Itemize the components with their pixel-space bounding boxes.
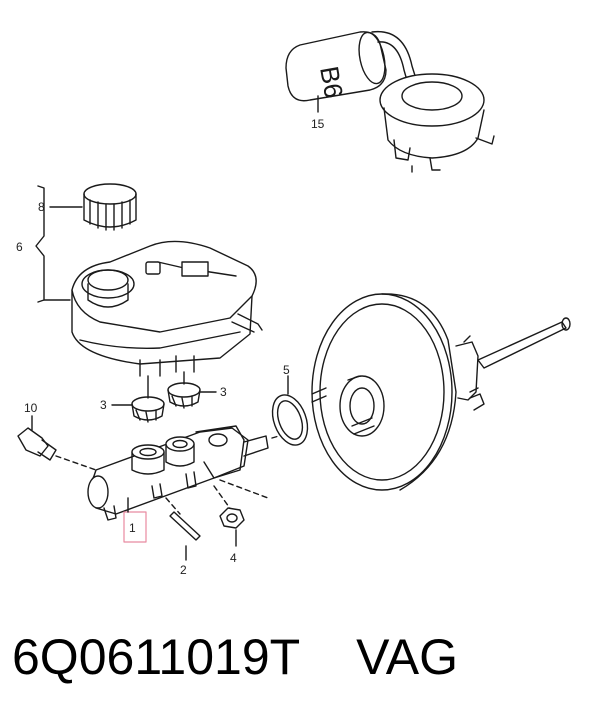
nut-part-5 [219,507,245,529]
callout-3-left: 3 [100,398,107,412]
reservoir-cap-part-8 [83,183,137,231]
brand-name: VAG [356,629,458,685]
callout-10: 10 [24,401,38,415]
callout-6: 6 [16,240,23,254]
callout-1-highlight [123,511,147,543]
callout-8: 8 [38,200,45,214]
seal-part-3-left [131,396,165,423]
brake-booster [311,293,571,491]
part-number: 6Q0611019T [12,629,301,685]
callout-15: 15 [311,117,325,131]
callout-2: 2 [180,563,187,577]
brake-master-cylinder-diagram: B6 15 6 8 [16,30,571,577]
master-cylinder-part-1 [87,425,269,521]
pressure-switch-part-10 [17,427,57,461]
callout-5: 4 [230,551,237,565]
callout-1: 1 [129,521,136,535]
footer: 6Q0611019T VAG [12,628,592,718]
pin-part-2 [169,511,201,541]
bottle-label: B6 [314,64,349,101]
brake-fluid-reservoir [71,240,263,377]
fluid-bottle-part-15: B6 [285,30,495,173]
callout-4: 5 [283,363,290,377]
seal-part-3-right [167,382,201,409]
callout-3-right: 3 [220,385,227,399]
gasket-part-4 [271,394,309,446]
